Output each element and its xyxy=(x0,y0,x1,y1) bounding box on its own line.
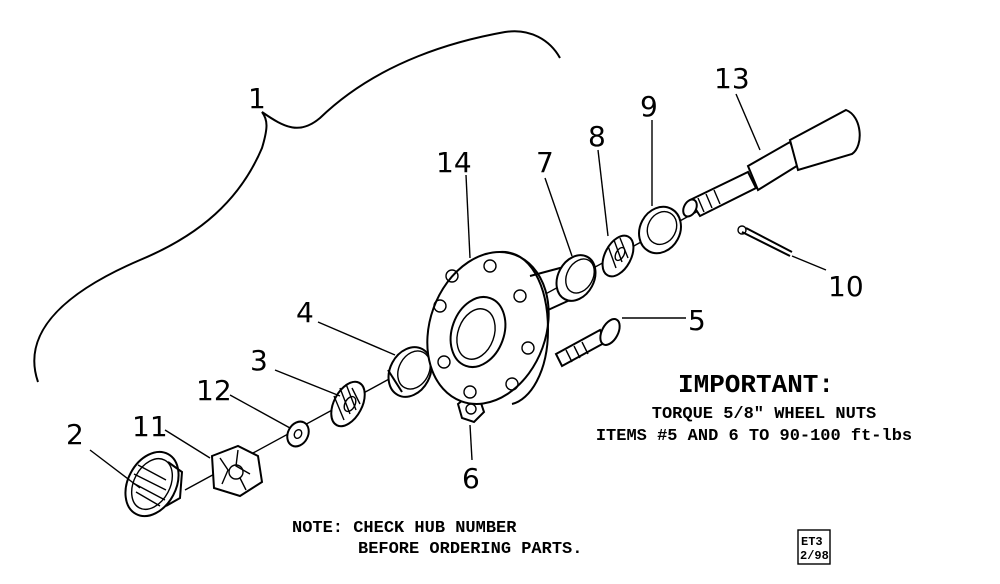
callout-9: 9 xyxy=(640,90,658,123)
outer-bearing-cone-part xyxy=(330,380,366,428)
washer-part xyxy=(286,420,310,448)
dust-cap-part xyxy=(124,450,184,518)
callout-5: 5 xyxy=(688,304,706,337)
important-line-2: ITEMS #5 AND 6 TO 90-100 ft-lbs xyxy=(596,427,912,446)
spindle-part xyxy=(682,108,861,218)
castle-nut-part xyxy=(210,444,264,498)
stamp-line-2: 2/98 xyxy=(800,549,829,563)
revision-stamp-box xyxy=(797,529,831,565)
note-line-1: NOTE: CHECK HUB NUMBER xyxy=(292,519,517,538)
outer-bearing-cup-part xyxy=(387,346,433,398)
note-line-2: BEFORE ORDERING PARTS. xyxy=(358,540,582,559)
callout-6: 6 xyxy=(462,462,480,495)
cotter-pin-part xyxy=(737,225,793,257)
grease-seal-part xyxy=(638,205,682,255)
callout-3: 3 xyxy=(250,344,268,377)
callout-7: 7 xyxy=(536,146,554,179)
callout-8: 8 xyxy=(588,120,606,153)
callout-13: 13 xyxy=(714,62,750,95)
inner-bearing-cup-part xyxy=(555,254,597,302)
leader-lines xyxy=(89,93,827,489)
callout-10: 10 xyxy=(828,270,864,303)
stamp-line-1: ET3 xyxy=(801,535,823,549)
callout-12: 12 xyxy=(196,374,232,407)
inner-bearing-cone-part xyxy=(601,234,635,278)
important-line-1: TORQUE 5/8" WHEEL NUTS xyxy=(652,405,876,424)
callout-11: 11 xyxy=(132,410,168,443)
callout-2: 2 xyxy=(66,418,84,451)
hub-part xyxy=(426,250,572,405)
callout-14: 14 xyxy=(436,146,472,179)
important-heading: IMPORTANT: xyxy=(678,370,834,400)
assembly-brace xyxy=(33,30,561,383)
callout-1: 1 xyxy=(248,82,266,115)
callout-4: 4 xyxy=(296,296,314,329)
wheel-stud-part xyxy=(554,318,621,368)
